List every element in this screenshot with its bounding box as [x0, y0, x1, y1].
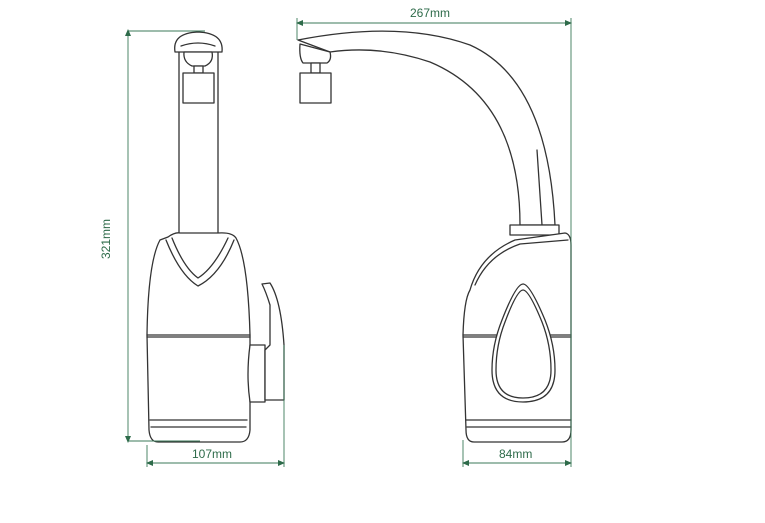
arrow-right-icon [565, 460, 572, 466]
arrow-left-icon [296, 20, 303, 26]
arrow-up-icon [125, 29, 131, 36]
height-dimension-label: 321mm [99, 218, 114, 260]
side-cap [174, 31, 223, 53]
front-spout [297, 30, 556, 226]
spout-reach-dimension-label: 267mm [410, 6, 451, 20]
front-width-dimension-label: 84mm [499, 447, 533, 461]
front-view-faucet [297, 30, 572, 443]
side-depth-dimension-label: 107mm [192, 447, 233, 461]
arrow-left-icon [462, 460, 469, 466]
arrow-right-icon [278, 460, 285, 466]
side-view-faucet [146, 31, 285, 443]
dimension-lines [125, 18, 572, 467]
side-handle-lever [261, 282, 285, 401]
side-aerator-ring [183, 51, 213, 67]
arrow-down-icon [125, 436, 131, 443]
arrow-left-icon [146, 460, 153, 466]
side-handle-plate [247, 344, 266, 403]
side-aerator [182, 72, 215, 104]
front-aerator [299, 72, 332, 104]
arrow-right-icon [565, 20, 572, 26]
